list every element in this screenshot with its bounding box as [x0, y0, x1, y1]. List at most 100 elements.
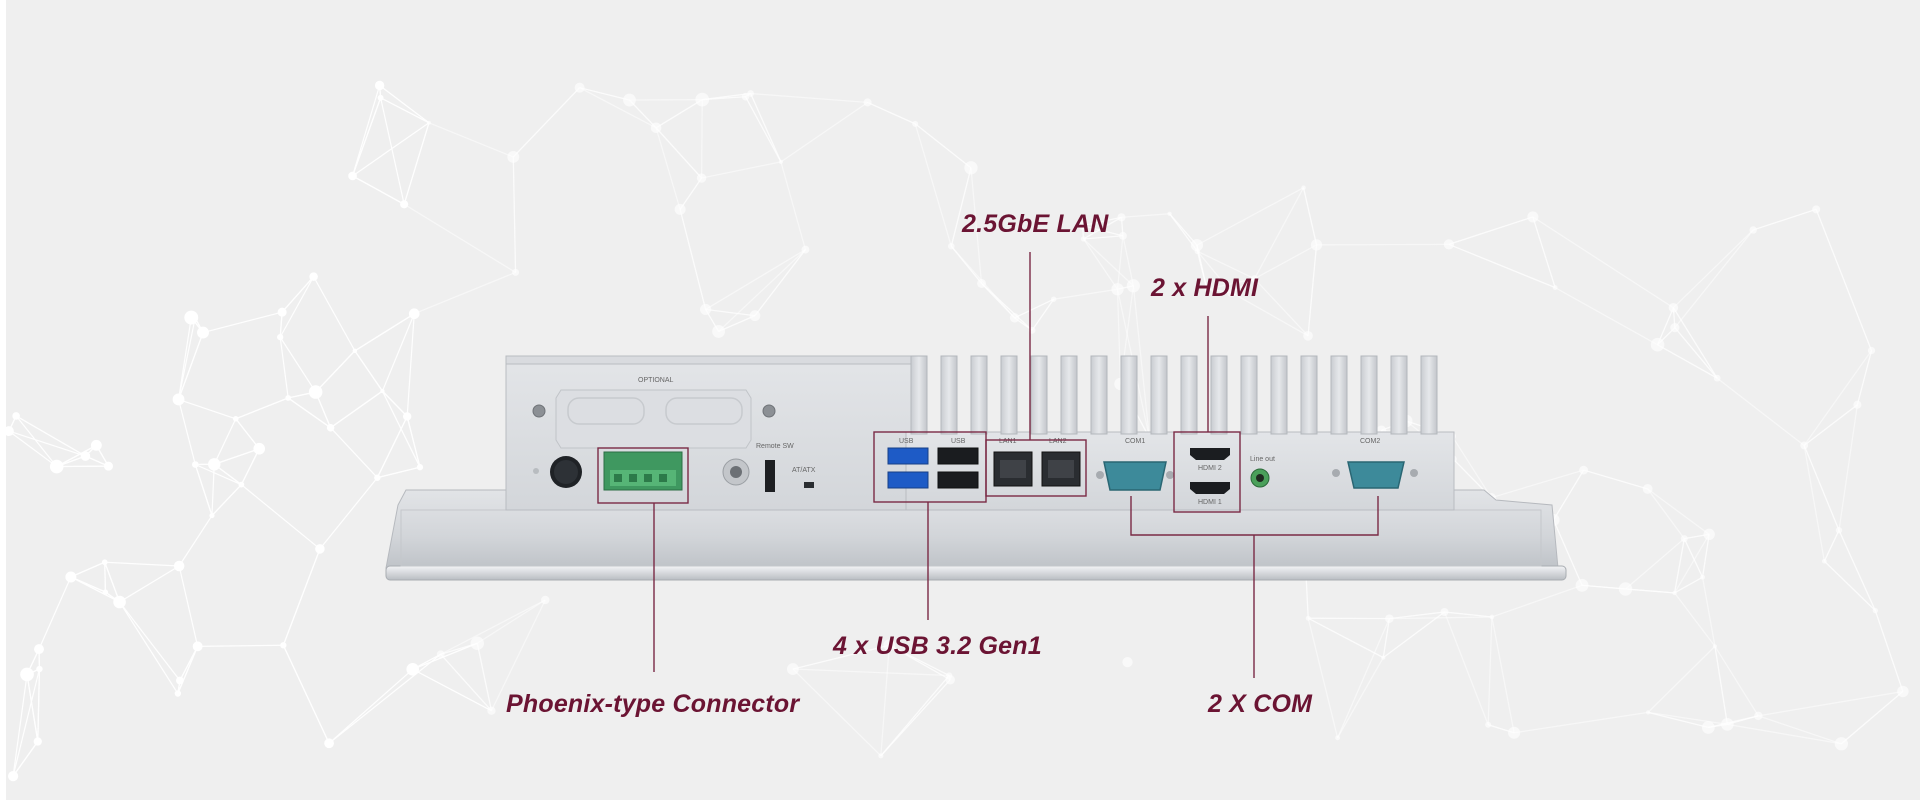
mesh-link: [1647, 711, 1728, 725]
mesh-node: [184, 310, 199, 325]
mesh-link: [780, 101, 868, 163]
mesh-link: [15, 415, 58, 467]
mesh-link: [1448, 216, 1534, 245]
usb-callout-label: 4 x USB 3.2 Gen1: [833, 632, 1042, 660]
mesh-link: [213, 418, 237, 465]
mesh-link: [1389, 616, 1492, 620]
heatsink-fin: [1330, 355, 1348, 435]
mesh-node: [426, 120, 431, 125]
mesh-link: [330, 427, 378, 479]
mesh-link: [38, 576, 72, 650]
mesh-link: [202, 311, 283, 334]
heatsink-fin: [1120, 355, 1138, 435]
mesh-node: [1712, 644, 1718, 649]
mesh-node: [1190, 238, 1204, 252]
mesh-link: [119, 565, 180, 603]
mesh-node: [574, 82, 585, 93]
mesh-link: [1674, 576, 1703, 594]
mesh-node: [863, 98, 872, 107]
com2-text: COM2: [1360, 438, 1380, 445]
mesh-node: [1749, 226, 1757, 234]
mesh-link: [1487, 616, 1493, 725]
mesh-node: [65, 571, 77, 583]
callout-leaders: [597, 252, 1379, 678]
line-out-jack: [1250, 468, 1270, 488]
heatsink-fin: [1090, 355, 1108, 435]
mesh-link: [177, 332, 204, 400]
mesh-link: [1674, 534, 1710, 594]
mesh-link: [37, 669, 41, 742]
mesh-link: [414, 271, 516, 315]
mesh-node: [964, 161, 978, 175]
heatsink-fin: [910, 355, 928, 435]
mesh-link: [1337, 657, 1384, 739]
mesh-link: [1231, 292, 1309, 337]
mesh-node: [1579, 465, 1589, 475]
mesh-node: [324, 738, 334, 749]
mesh-link: [867, 101, 916, 125]
mesh-node: [20, 667, 34, 682]
mesh-node: [113, 595, 126, 609]
mesh-link: [235, 418, 260, 450]
mesh-node: [80, 451, 91, 461]
mesh-node: [6, 426, 14, 437]
mesh-node: [1835, 526, 1843, 534]
mesh-node: [699, 303, 712, 316]
mesh-link: [512, 87, 581, 158]
mesh-node: [1303, 330, 1313, 341]
mesh-node: [1853, 400, 1862, 409]
mesh-link: [1583, 469, 1648, 490]
mesh-node: [541, 595, 550, 605]
mesh-node: [507, 151, 520, 163]
mesh-node: [1703, 528, 1715, 541]
mesh-link: [792, 668, 882, 757]
mesh-node: [623, 93, 636, 107]
mesh-node: [197, 326, 209, 339]
mesh-node: [912, 120, 919, 127]
mesh-link: [352, 122, 430, 177]
heatsink-fin: [1180, 355, 1198, 435]
mesh-link: [354, 313, 415, 352]
mesh-link: [1815, 209, 1873, 351]
mesh-link: [351, 97, 382, 177]
mesh-link: [1672, 229, 1754, 309]
mesh-link: [211, 484, 242, 516]
mesh-link: [950, 245, 983, 284]
mesh-node: [1670, 323, 1680, 333]
mesh-node: [208, 458, 221, 471]
mesh-link: [177, 317, 196, 400]
heatsink-fin: [1420, 355, 1438, 435]
mesh-link: [718, 249, 806, 332]
mesh-link: [792, 644, 890, 670]
lan1-text: LAN1: [999, 438, 1017, 445]
mesh-link: [406, 416, 421, 468]
mesh-node: [173, 560, 185, 572]
mesh-link: [1206, 278, 1255, 290]
mesh-node: [1250, 275, 1259, 283]
mesh-link: [1014, 298, 1054, 319]
mesh-link: [1727, 723, 1842, 745]
mesh-link: [1083, 238, 1134, 287]
mesh-link: [1082, 225, 1124, 237]
heatsink-fin: [1060, 355, 1078, 435]
mesh-link: [352, 175, 405, 205]
mesh-link: [1674, 327, 1718, 379]
mesh-link: [287, 397, 331, 429]
mesh-node: [1301, 185, 1306, 191]
mesh-node: [1080, 236, 1087, 242]
mesh-link: [1116, 289, 1122, 384]
mesh-node: [1642, 483, 1653, 494]
mesh-link: [1701, 534, 1710, 578]
mesh-link: [428, 122, 514, 158]
mesh-link: [1823, 560, 1876, 612]
mesh-link: [440, 599, 546, 655]
com1-port: [1096, 461, 1174, 491]
mesh-link: [1316, 243, 1449, 246]
hdmi-ports: [1190, 448, 1230, 494]
mesh-link: [26, 674, 39, 742]
mesh-link: [377, 466, 421, 479]
mesh-link: [279, 336, 317, 393]
mesh-node: [308, 385, 323, 399]
mesh-node: [400, 200, 409, 209]
heatsink-fin: [1390, 355, 1408, 435]
